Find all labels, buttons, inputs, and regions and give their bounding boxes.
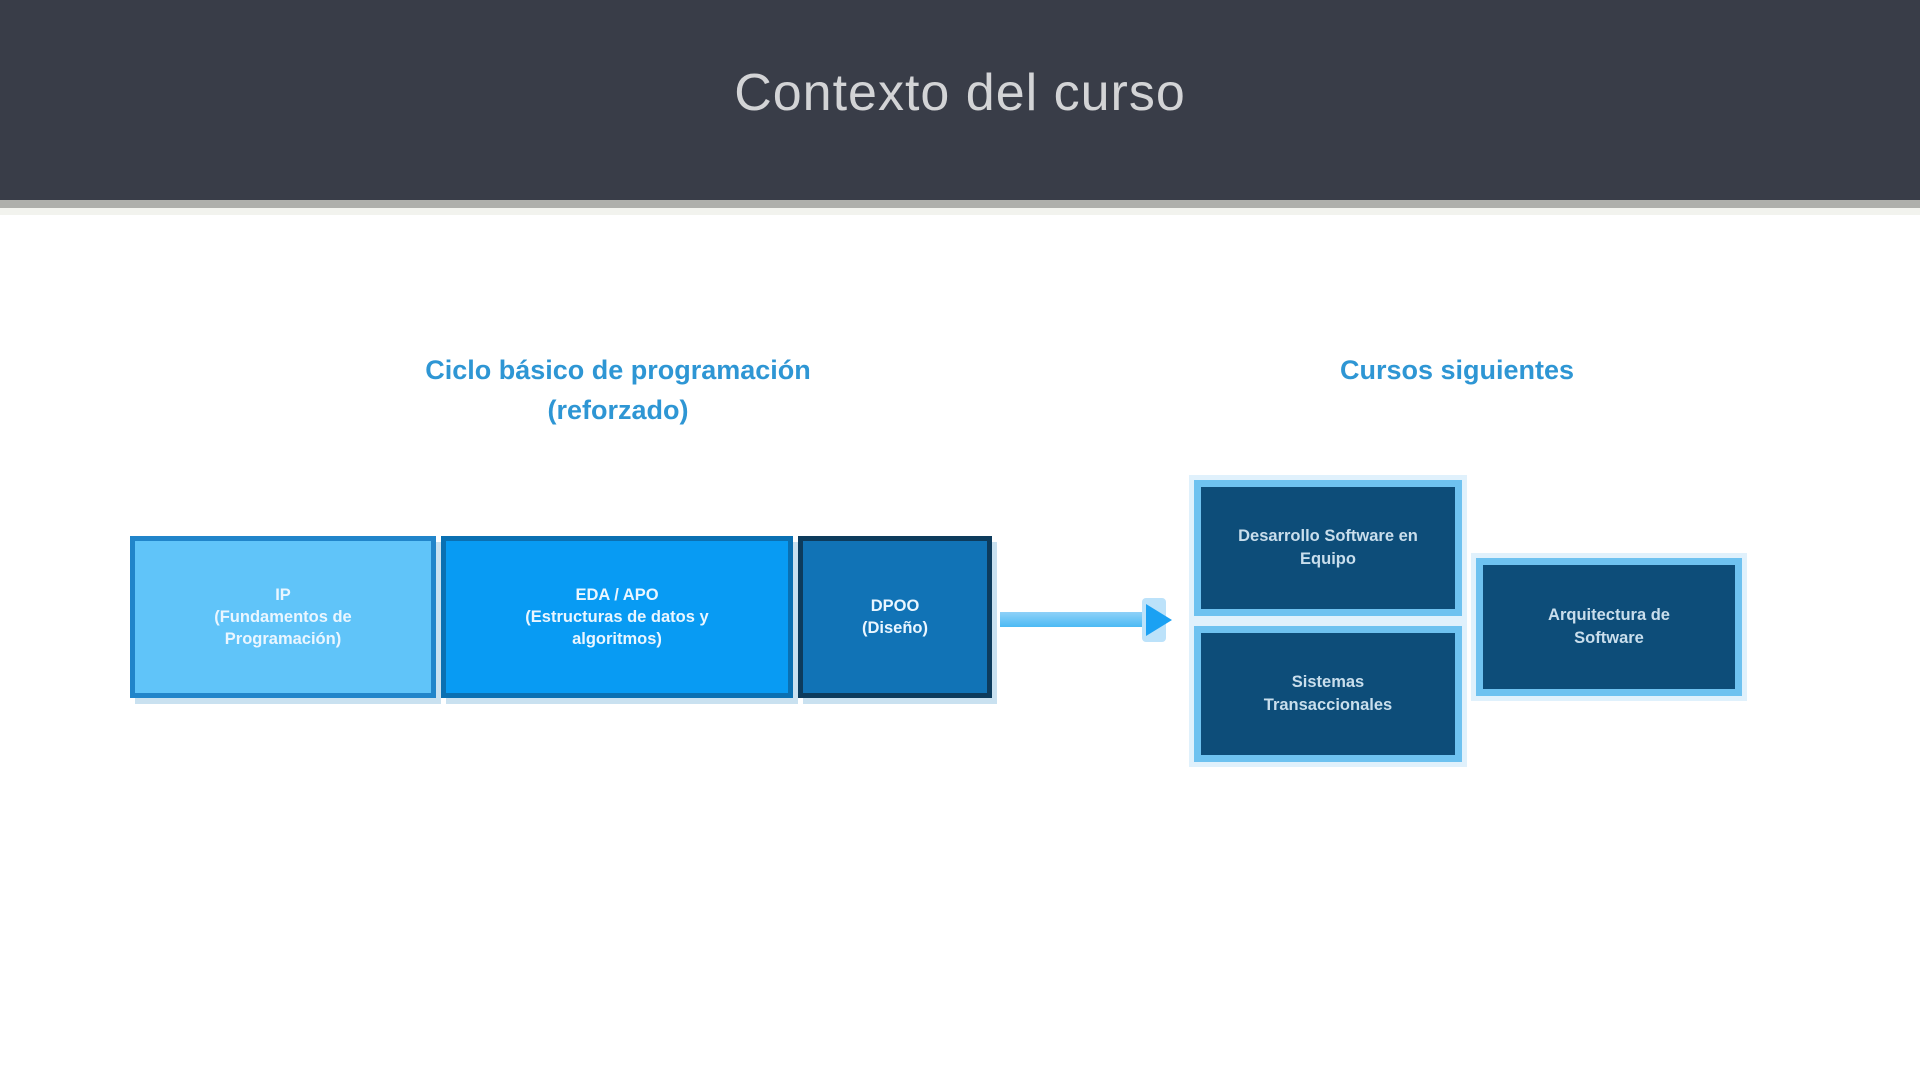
course-box-eda: EDA / APO (Estructuras de datos y algori… (441, 536, 793, 698)
flow-arrow-head-icon (1146, 604, 1172, 636)
header-divider-secondary (0, 208, 1920, 215)
flow-arrow-line (1000, 612, 1148, 627)
left-section-heading: Ciclo básico de programación (reforzado) (358, 350, 878, 430)
course-box-sistemas-transaccionales: Sistemas Transaccionales (1194, 626, 1462, 762)
course-name: (Diseño) (862, 619, 928, 637)
course-box-arquitectura-software: Arquitectura de Software (1476, 558, 1742, 696)
left-heading-line2: (reforzado) (547, 395, 689, 425)
course-box-ip: IP (Fundamentos de Programación) (130, 536, 436, 698)
course-name: (Fundamentos de Programación) (214, 608, 352, 648)
course-code: DPOO (870, 597, 920, 615)
course-box-dpoo: DPOO (Diseño) (798, 536, 992, 698)
course-name: (Estructuras de datos y algoritmos) (525, 608, 709, 648)
slide-title: Contexto del curso (734, 64, 1186, 122)
right-section-heading: Cursos siguientes (1339, 355, 1575, 385)
course-code: IP (275, 586, 291, 604)
header-divider (0, 200, 1920, 208)
slide-header: Contexto del curso (0, 0, 1920, 200)
course-box-desarrollo-software: Desarrollo Software en Equipo (1194, 480, 1462, 616)
course-code: EDA / APO (575, 586, 659, 604)
left-heading-line1: Ciclo básico de programación (425, 355, 811, 385)
